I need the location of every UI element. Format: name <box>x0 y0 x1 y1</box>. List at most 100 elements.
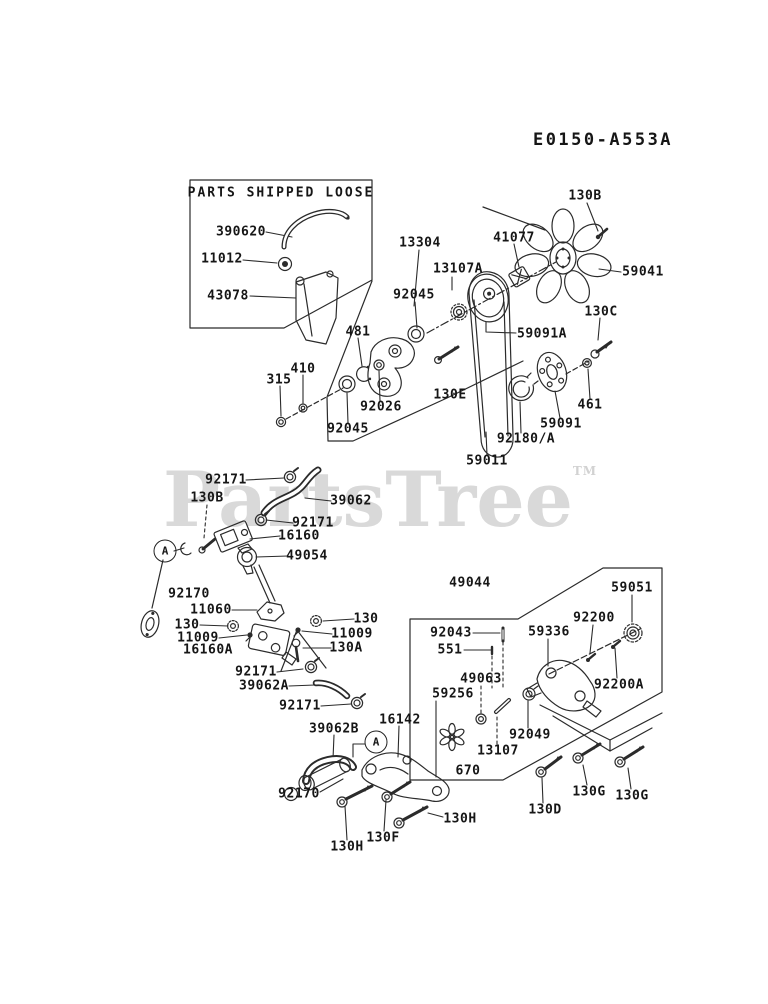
fan-drawing <box>482 206 612 304</box>
part-callout-92170-2: 92170 <box>278 786 320 802</box>
part-callout-130b-left: 130B <box>190 490 224 506</box>
part-callout-130b-fan: 130B <box>568 188 602 204</box>
belt-drawing <box>468 271 514 458</box>
bolt-130b-left-drawing <box>198 537 217 554</box>
part-callout-410: 410 <box>290 361 316 377</box>
pulley-drawing <box>467 273 509 323</box>
bolt-130a-drawing <box>291 638 301 663</box>
part-callout-461: 461 <box>577 397 603 413</box>
fan-spacer-drawing <box>508 266 531 288</box>
bolt-130h-right-drawing <box>393 805 429 829</box>
part-callout-59336: 59336 <box>528 624 570 640</box>
part-callout-59041: 59041 <box>622 264 664 280</box>
reserve-tank-drawing <box>295 270 339 345</box>
part-callout-13107: 13107 <box>477 743 519 759</box>
part-callout-16160: 16160 <box>278 528 320 544</box>
outlet-11060-drawing <box>256 601 285 622</box>
grommet-130-left-drawing <box>227 619 240 632</box>
part-callout-59091: 59091 <box>540 416 582 432</box>
overflow-hose-drawing <box>281 208 350 250</box>
nut-410-drawing <box>298 403 308 413</box>
cap-drawing <box>277 256 293 272</box>
part-callout-130c: 130C <box>584 304 618 320</box>
housing-16160a-drawing <box>247 623 297 666</box>
part-callout-11009-right: 11009 <box>331 626 373 642</box>
bolt-130f-drawing <box>381 780 412 803</box>
part-callout-92043: 92043 <box>430 625 472 641</box>
diagram-code: E0150-A553A <box>532 130 674 150</box>
part-callout-315: 315 <box>266 372 292 388</box>
watermark-tm-mark: TM <box>572 464 598 478</box>
part-callout-39062a: 39062A <box>239 678 289 694</box>
part-callout-670: 670 <box>455 763 481 779</box>
leader-lines <box>173 202 633 841</box>
washer-drawing <box>373 359 385 371</box>
clamp-92171-3-drawing <box>304 657 320 674</box>
part-callout-481: 481 <box>345 324 371 340</box>
part-callout-130f: 130F <box>366 830 400 846</box>
construction-lines <box>151 179 663 781</box>
part-callout-130g-1: 130G <box>572 784 606 800</box>
clamp-92171-1-drawing <box>283 467 299 484</box>
pin-13107-drawing <box>494 698 511 714</box>
part-callout-92045-upper: 92045 <box>393 287 435 303</box>
bearing-92045-lower-drawing <box>338 375 356 393</box>
nut-315-drawing <box>275 416 287 428</box>
hose-39062a-drawing <box>312 679 351 700</box>
nut-461-drawing <box>581 358 592 369</box>
pulley-flange-drawing <box>536 351 568 393</box>
part-callout-13304: 13304 <box>399 235 441 251</box>
part-callout-130d: 130D <box>528 802 562 818</box>
part-callout-11012: 11012 <box>201 251 243 267</box>
part-callout-130g-2: 130G <box>615 788 649 804</box>
bearing-spline-drawing <box>450 303 468 321</box>
part-callout-49054: 49054 <box>286 548 328 564</box>
part-callout-92049: 92049 <box>509 727 551 743</box>
part-callout-39062b: 39062B <box>309 721 359 737</box>
part-callout-130h-left: 130H <box>330 839 364 855</box>
part-callout-92171-2: 92171 <box>292 515 334 531</box>
part-callout-130-left: 130 <box>174 617 200 633</box>
part-callout-92171-1: 92171 <box>205 472 247 488</box>
part-callout-390620: 390620 <box>216 224 266 240</box>
part-callout-130-right: 130 <box>353 611 379 627</box>
part-callout-92170-1: 92170 <box>168 586 210 602</box>
thermostat-drawing <box>236 546 258 575</box>
part-callout-11060: 11060 <box>190 602 232 618</box>
part-callout-59256: 59256 <box>432 686 474 702</box>
bolt-130c-drawing <box>590 340 613 359</box>
hose-39062-drawing <box>260 466 322 517</box>
part-callout-92026: 92026 <box>360 399 402 415</box>
clamp-92171-2-drawing <box>254 510 270 527</box>
bolt-130g-2-drawing <box>614 745 645 768</box>
watermark-text: PartsTree <box>162 455 574 544</box>
bolt-92200-drawing <box>586 652 597 662</box>
part-callout-59011: 59011 <box>466 453 508 469</box>
watermark: PartsTree TM <box>163 462 596 538</box>
part-callout-13107a: 13107A <box>433 261 483 277</box>
peg-11009-right-drawing <box>293 627 301 637</box>
part-callout-92171-4: 92171 <box>279 698 321 714</box>
part-callout-551: 551 <box>437 642 463 658</box>
detail-marker-a-2: A <box>364 730 388 754</box>
snap-ring-drawing <box>356 365 372 382</box>
tensioner-arm-drawing <box>367 337 415 397</box>
part-callout-59091a: 59091A <box>517 326 567 342</box>
part-callout-41077: 41077 <box>493 230 535 246</box>
part-callout-130a: 130A <box>329 640 363 656</box>
detail-marker-label: A <box>161 544 169 558</box>
clip-drawing <box>180 542 192 556</box>
impeller-59256-drawing <box>439 722 465 752</box>
part-callout-16142: 16142 <box>379 712 421 728</box>
part-callout-59051: 59051 <box>611 580 653 596</box>
clamp-92171-4-drawing <box>350 693 366 710</box>
pipe-92170-bottom-drawing <box>283 757 351 802</box>
bearing-92045-upper-drawing <box>407 325 425 343</box>
part-callout-39062: 39062 <box>330 493 372 509</box>
part-callout-92180a: 92180/A <box>496 431 556 447</box>
part-callout-92200: 92200 <box>573 610 615 626</box>
part-callout-130h-right: 130H <box>443 811 477 827</box>
part-callout-130e: 130E <box>433 387 467 403</box>
part-callout-43078: 43078 <box>207 288 249 304</box>
